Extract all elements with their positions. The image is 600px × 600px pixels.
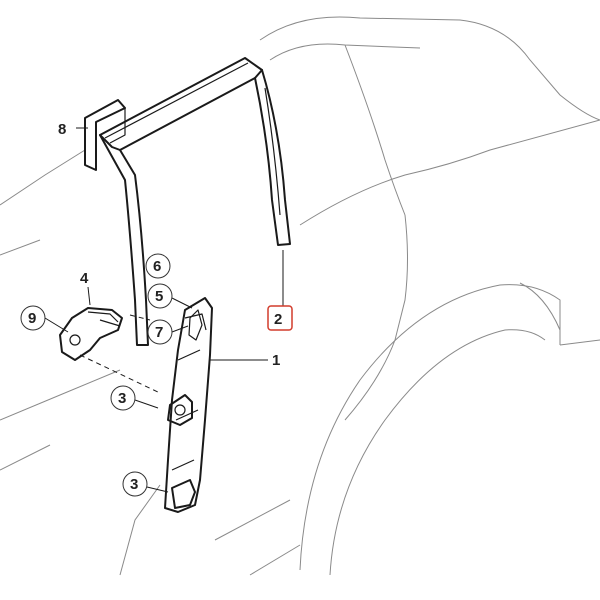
assembly-lines	[79, 314, 161, 394]
callout-5: 5	[155, 288, 163, 305]
callout-3a: 3	[118, 390, 126, 407]
callout-3b: 3	[130, 476, 138, 493]
callout-2-highlight-box	[267, 305, 293, 331]
window-regulator-part	[164, 297, 213, 513]
callout-6-bubble	[145, 253, 171, 279]
callout-7: 7	[155, 324, 163, 341]
callout-2: 2	[274, 311, 282, 328]
callout-9-bubble	[20, 305, 46, 331]
callout-5-bubble	[147, 283, 173, 309]
callout-6: 6	[153, 258, 161, 275]
leader-lines	[44, 127, 284, 493]
seal-pad-part	[84, 99, 126, 171]
callout-8: 8	[58, 121, 66, 138]
window-frame-rail	[99, 57, 291, 346]
window-motor-part	[59, 307, 123, 361]
callout-3b-bubble	[122, 471, 148, 497]
callout-1: 1	[272, 352, 280, 369]
car-body-outline	[0, 16, 600, 576]
callout-7-bubble	[147, 319, 173, 345]
callout-9: 9	[28, 310, 36, 327]
callout-4: 4	[80, 270, 89, 287]
callout-3a-bubble	[110, 385, 136, 411]
callouts: 8 6 5 7 4 9 3 3 1 2	[20, 121, 293, 497]
